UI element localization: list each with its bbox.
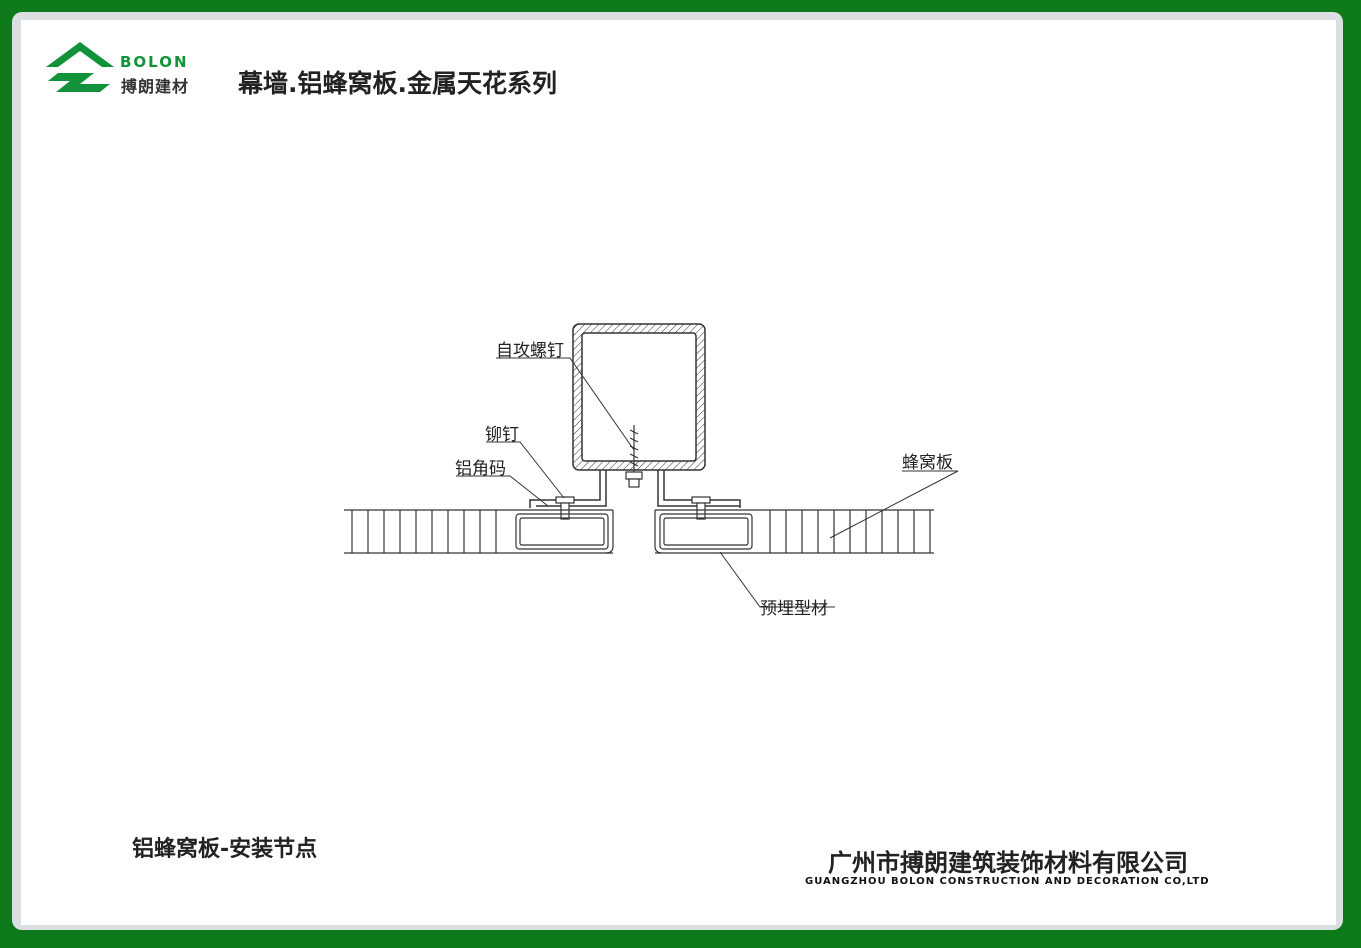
bolon-logo-icon xyxy=(46,42,114,92)
drawing-sheet xyxy=(21,20,1336,925)
company-name-en: GUANGZHOU BOLON CONSTRUCTION AND DECORAT… xyxy=(805,876,1210,887)
installation-node-diagram: 自攻螺钉 铆钉 铝角码 蜂窝板 预埋型材 xyxy=(344,323,959,619)
rivets xyxy=(555,496,711,520)
honeycomb-panel-right xyxy=(654,509,934,554)
label-aluminium-angle: 铝角码 xyxy=(455,459,506,479)
logo-text-en: BOLON xyxy=(120,53,189,71)
page-title: 幕墙.铝蜂窝板.金属天花系列 xyxy=(238,69,557,98)
company-name-cn: 广州市搏朗建筑装饰材料有限公司 xyxy=(828,849,1188,877)
steel-tube xyxy=(572,323,706,471)
label-rivet: 铆钉 xyxy=(485,425,519,445)
leader-lines xyxy=(456,357,959,608)
label-honeycomb-panel: 蜂窝板 xyxy=(902,453,953,473)
label-self-tapping-screw: 自攻螺钉 xyxy=(496,341,564,361)
label-embedded-profile: 预埋型材 xyxy=(760,599,828,619)
drawing-caption: 铝蜂窝板-安装节点 xyxy=(132,837,318,862)
logo-text-cn: 搏朗建材 xyxy=(121,77,190,96)
honeycomb-panel-left xyxy=(344,509,614,554)
